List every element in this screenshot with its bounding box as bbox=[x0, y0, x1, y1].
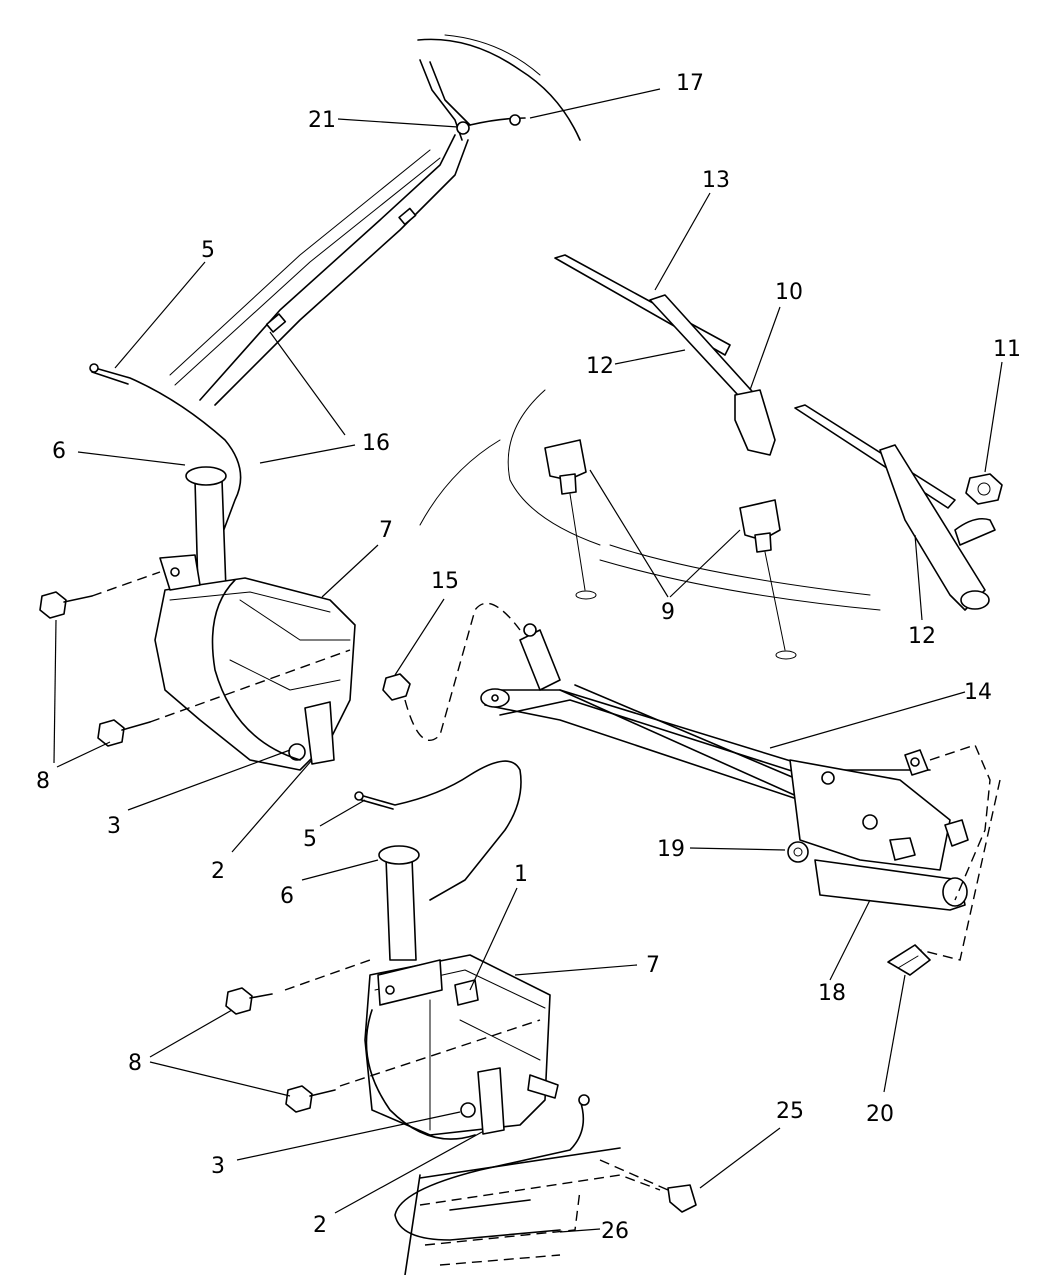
callout-15: 15 bbox=[431, 569, 459, 594]
callout-21: 21 bbox=[308, 108, 336, 133]
wiper-linkage-and-motor bbox=[480, 623, 1001, 976]
callout-9: 9 bbox=[661, 600, 675, 625]
hood-hose-assembly bbox=[169, 34, 581, 406]
callout-labels: 21 17 5 13 10 11 12 16 6 7 15 9 12 14 19… bbox=[36, 71, 1021, 1244]
lower-washer-hose bbox=[354, 760, 522, 901]
bolt-8-upper-b bbox=[97, 719, 125, 747]
grommet-3-upper bbox=[288, 743, 306, 761]
callout-2-upper: 2 bbox=[211, 859, 225, 884]
wiper-blade-right bbox=[794, 404, 956, 509]
callout-10: 10 bbox=[775, 280, 803, 305]
callout-3-lower: 3 bbox=[211, 1154, 225, 1179]
callout-12-right: 12 bbox=[908, 624, 936, 649]
pump-motor-2-lower bbox=[477, 1067, 505, 1135]
upper-washer-reservoir bbox=[154, 466, 356, 771]
bolts-8-upper bbox=[39, 571, 351, 747]
callout-14: 14 bbox=[964, 680, 992, 705]
callout-18: 18 bbox=[818, 981, 846, 1006]
wiper-arm-12-left bbox=[649, 294, 761, 409]
wiper-motor-18 bbox=[814, 859, 966, 911]
nut-11 bbox=[965, 473, 1003, 505]
leader-lines bbox=[53, 88, 1003, 1233]
callout-13: 13 bbox=[702, 168, 730, 193]
hose-clip-21 bbox=[456, 121, 470, 135]
hose-connector-17 bbox=[509, 114, 521, 126]
callout-19: 19 bbox=[657, 837, 685, 862]
hose-clip-upper bbox=[398, 207, 417, 226]
nozzle-fitting-5-lower bbox=[354, 791, 364, 801]
lower-hose-routing bbox=[394, 1094, 697, 1275]
reservoir-neck-lower bbox=[385, 857, 417, 961]
callout-11: 11 bbox=[993, 337, 1021, 362]
callout-6-lower: 6 bbox=[280, 884, 294, 909]
callout-3-upper: 3 bbox=[107, 814, 121, 839]
bolt-8-lower-a bbox=[225, 987, 253, 1015]
callout-7-upper: 7 bbox=[379, 518, 393, 543]
hose-clip-16 bbox=[265, 313, 287, 333]
callout-12-left: 12 bbox=[586, 354, 614, 379]
reservoir-neck-upper bbox=[194, 479, 227, 591]
upper-washer-hose bbox=[89, 363, 242, 541]
mount-bracket-upper bbox=[159, 554, 201, 591]
lower-washer-reservoir bbox=[364, 845, 559, 1140]
wiper-arms bbox=[419, 254, 1003, 660]
callout-26: 26 bbox=[601, 1219, 629, 1244]
mount-bracket-lower bbox=[377, 959, 443, 1006]
callout-17: 17 bbox=[676, 71, 704, 96]
bushing-19 bbox=[787, 841, 809, 863]
callout-20: 20 bbox=[866, 1102, 894, 1127]
clip-nut-20 bbox=[887, 944, 931, 976]
level-sensor-1 bbox=[454, 979, 479, 1006]
bolts-8-lower bbox=[225, 959, 541, 1113]
linkage-pivot-left bbox=[519, 629, 561, 691]
callout-16: 16 bbox=[362, 431, 390, 456]
reservoir-cap-6-upper bbox=[185, 466, 227, 486]
wiper-arm-12-right bbox=[879, 444, 986, 611]
bolt-8-lower-b bbox=[285, 1085, 313, 1113]
callout-2-lower: 2 bbox=[313, 1213, 327, 1238]
nut-15-assembly bbox=[382, 602, 521, 741]
arm-cap-9-right bbox=[739, 499, 781, 541]
washer-nozzle-25 bbox=[667, 1184, 697, 1213]
bolt-8-upper-a bbox=[39, 591, 67, 619]
reservoir-cap-6-lower bbox=[378, 845, 420, 865]
callout-1: 1 bbox=[514, 862, 528, 887]
arm-cap-9-left bbox=[544, 439, 587, 481]
callout-25: 25 bbox=[776, 1099, 804, 1124]
callout-6-upper: 6 bbox=[52, 439, 66, 464]
nozzle-fitting-5-upper bbox=[89, 363, 99, 373]
callout-5-upper: 5 bbox=[201, 238, 215, 263]
callout-5-lower: 5 bbox=[303, 827, 317, 852]
grommet-3-lower bbox=[460, 1102, 476, 1118]
callout-7-lower: 7 bbox=[646, 953, 660, 978]
pump-motor-2-upper bbox=[304, 701, 335, 765]
callout-8-upper: 8 bbox=[36, 769, 50, 794]
reservoir-body-7-lower bbox=[364, 954, 551, 1136]
nut-15 bbox=[382, 673, 411, 701]
wiper-arm-head-10 bbox=[734, 389, 776, 456]
callout-8-lower: 8 bbox=[128, 1051, 142, 1076]
